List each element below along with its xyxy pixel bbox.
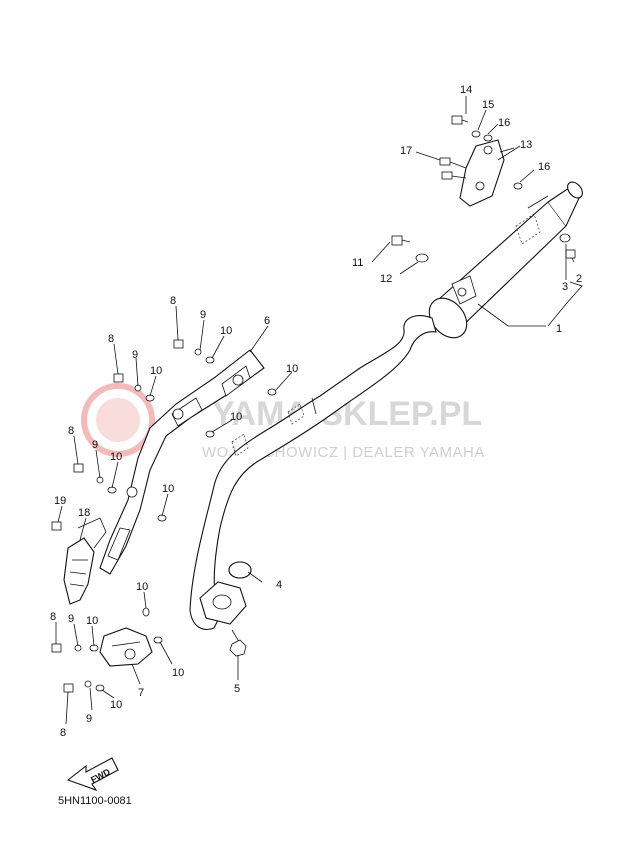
heat-protector-side-part	[63, 517, 107, 605]
callout-10j: 10	[110, 699, 122, 711]
callout-18: 18	[78, 507, 90, 519]
callout-9a: 9	[200, 309, 206, 321]
callout-9e: 9	[86, 713, 92, 725]
callout-7: 7	[138, 687, 144, 699]
muffler-part	[428, 181, 583, 339]
callout-9b: 9	[132, 349, 138, 361]
callout-10f: 10	[162, 483, 174, 495]
callout-12: 12	[380, 273, 392, 285]
callout-10i: 10	[172, 667, 184, 679]
callout-1: 1	[556, 323, 562, 335]
callout-10e: 10	[110, 451, 122, 463]
callout-3: 3	[562, 281, 568, 293]
callout-8a: 8	[170, 295, 176, 307]
callout-10b: 10	[150, 365, 162, 377]
callout-11: 11	[352, 257, 363, 269]
callout-10d: 10	[230, 411, 242, 423]
callout-14: 14	[460, 84, 472, 96]
callout-2: 2	[576, 273, 582, 285]
callout-8e: 8	[60, 727, 66, 739]
callout-10g: 10	[136, 581, 148, 593]
diagram-code: 5HN1100-0081	[58, 795, 132, 807]
callout-10c: 10	[286, 363, 298, 375]
leader-lines	[55, 96, 583, 725]
forward-direction-arrow: FWD	[66, 757, 119, 792]
callout-19: 19	[54, 495, 66, 507]
heat-protector-upper-part	[99, 349, 265, 575]
callout-16b: 16	[538, 161, 550, 173]
callout-8b: 8	[108, 333, 114, 345]
heat-protector-lower-part	[99, 627, 153, 667]
callout-16: 16	[498, 117, 510, 129]
callout-4: 4	[276, 579, 282, 591]
exhaust-pipe-part	[189, 315, 437, 630]
callout-17: 17	[400, 145, 412, 157]
callout-10a: 10	[220, 325, 232, 337]
callout-8d: 8	[50, 611, 56, 623]
callout-15: 15	[482, 99, 494, 111]
callout-10h: 10	[86, 615, 98, 627]
callout-9d: 9	[68, 613, 74, 625]
callout-9c: 9	[92, 439, 98, 451]
callout-labels: 14 15 16 13 17 16 11 12 2 3 1 8 9 10 6 8…	[50, 84, 582, 739]
watermark-logo	[81, 383, 155, 457]
callout-5: 5	[234, 683, 240, 695]
callout-6: 6	[264, 315, 270, 327]
fasteners	[51, 115, 576, 693]
callout-8c: 8	[68, 425, 74, 437]
callout-13: 13	[520, 139, 532, 151]
muffler-bracket-part	[459, 139, 521, 207]
